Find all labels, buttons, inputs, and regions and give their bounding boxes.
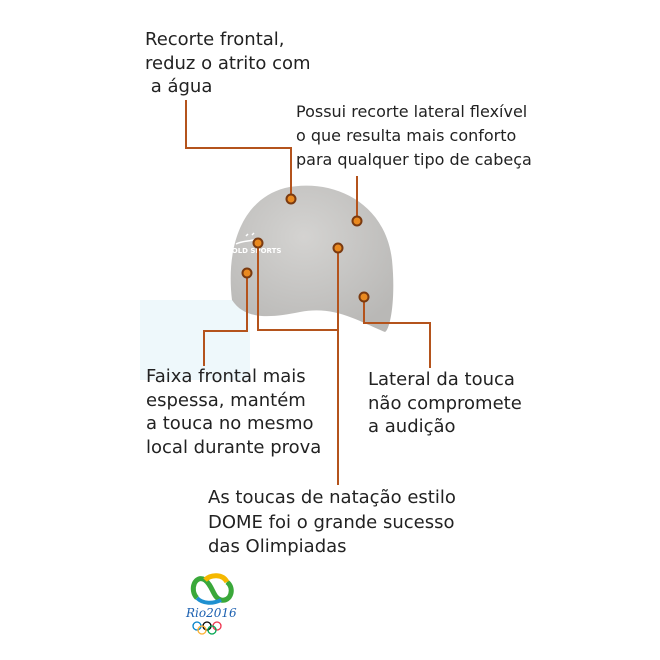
swim-cap (230, 185, 394, 332)
rio2016-emblem-icon: Rio2016 (185, 573, 237, 635)
cap-brand-print: GOLD SPORTS (226, 247, 281, 255)
annotation-frontal-cut: Recorte frontal, reduz o atrito com a ág… (145, 29, 311, 97)
annotation-side-cut: Possui recorte lateral flexível o que re… (296, 102, 532, 169)
annotation-dome-success: As toucas de natação estilo DOME foi o g… (208, 487, 456, 557)
leader-lines (185, 100, 431, 485)
background-tint (140, 300, 250, 380)
rio2016-logo: Rio2016 (183, 568, 243, 636)
svg-text:Rio2016: Rio2016 (185, 606, 237, 620)
annotation-front-band: Faixa frontal mais espessa, mantém a tou… (146, 366, 322, 458)
annotation-side-hearing: Lateral da touca não compromete a audiçã… (368, 369, 522, 437)
annotation-dots (241, 193, 370, 303)
